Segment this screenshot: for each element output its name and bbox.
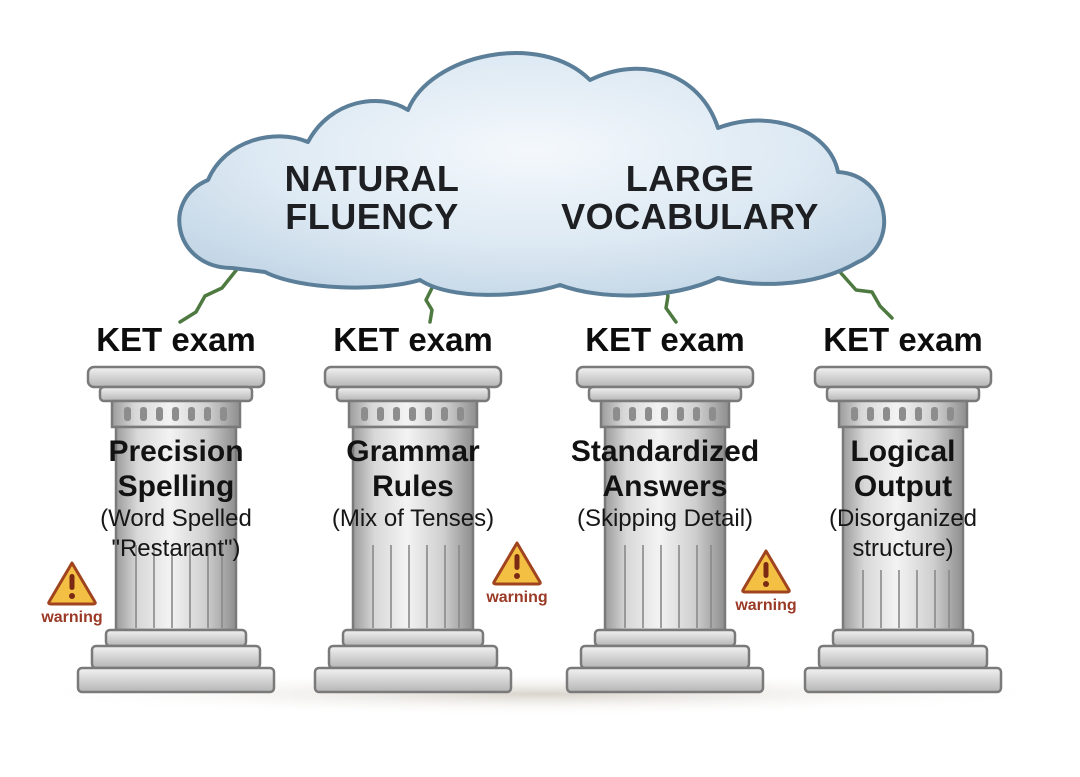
- pillar-1-sub-line2: "Restarant"): [111, 535, 241, 562]
- pillar-4-sub-line2: structure): [852, 535, 954, 562]
- pillar-3-title-line2: Answers: [602, 470, 728, 503]
- pillar-4: [803, 365, 1003, 694]
- exam-label-3: KET exam: [585, 321, 745, 358]
- warning-triangle-icon: [741, 549, 791, 594]
- pillar-text-3: Standardized Answers (Skipping Detail): [535, 434, 795, 534]
- pillar-1: [76, 365, 276, 694]
- vine-1: [178, 266, 240, 324]
- pillar-2-sub-line1: (Mix of Tenses): [331, 505, 495, 532]
- cloud-right-line1: LARGE: [625, 158, 755, 199]
- pillar-text-4: Logical Output (Disorganized structure): [783, 434, 1023, 564]
- pillar-1-title-line2: Spelling: [117, 470, 235, 503]
- vine-4: [838, 270, 894, 320]
- pillar-text-1: Precision Spelling (Word Spelled "Restar…: [56, 434, 296, 564]
- warning-triangle-icon: [47, 561, 97, 606]
- cloud-left-line1: NATURAL: [284, 158, 460, 199]
- exam-label-1: KET exam: [96, 321, 256, 358]
- pillar-3-title-line1: Standardized: [570, 435, 760, 468]
- warning-1: warning: [40, 560, 104, 627]
- pillar-1-sub-line1: (Word Spelled: [100, 505, 252, 532]
- pillar-2: [313, 365, 513, 694]
- warning-2: warning: [485, 540, 549, 607]
- pillar-3-sub-line1: (Skipping Detail): [576, 505, 754, 532]
- warning-3-label: warning: [735, 597, 797, 614]
- pillar-2-title-line2: Rules: [372, 470, 454, 503]
- pillar-3: [565, 365, 765, 694]
- cloud-left-line2: FLUENCY: [285, 196, 459, 237]
- exam-label-4: KET exam: [823, 321, 983, 358]
- warning-1-label: warning: [41, 609, 103, 626]
- pillar-4-sub-line1: (Disorganized: [828, 505, 978, 532]
- vine-2: [424, 286, 434, 324]
- pillar-text-2: Grammar Rules (Mix of Tenses): [293, 434, 533, 534]
- cloud-label-right: LARGE VOCABULARY: [555, 160, 825, 236]
- warning-triangle-icon: [492, 541, 542, 586]
- cloud-label-left: NATURAL FLUENCY: [262, 160, 482, 236]
- warning-3: warning: [734, 548, 798, 615]
- pillar-1-title-line1: Precision: [108, 435, 244, 468]
- cloud-right-line2: VOCABULARY: [561, 196, 819, 237]
- warning-2-label: warning: [486, 589, 548, 606]
- pillar-2-title-line1: Grammar: [346, 435, 480, 468]
- exam-label-2: KET exam: [333, 321, 493, 358]
- pillar-4-title-line2: Output: [853, 470, 953, 503]
- cloud: [177, 51, 886, 298]
- pillar-4-title-line1: Logical: [850, 435, 956, 468]
